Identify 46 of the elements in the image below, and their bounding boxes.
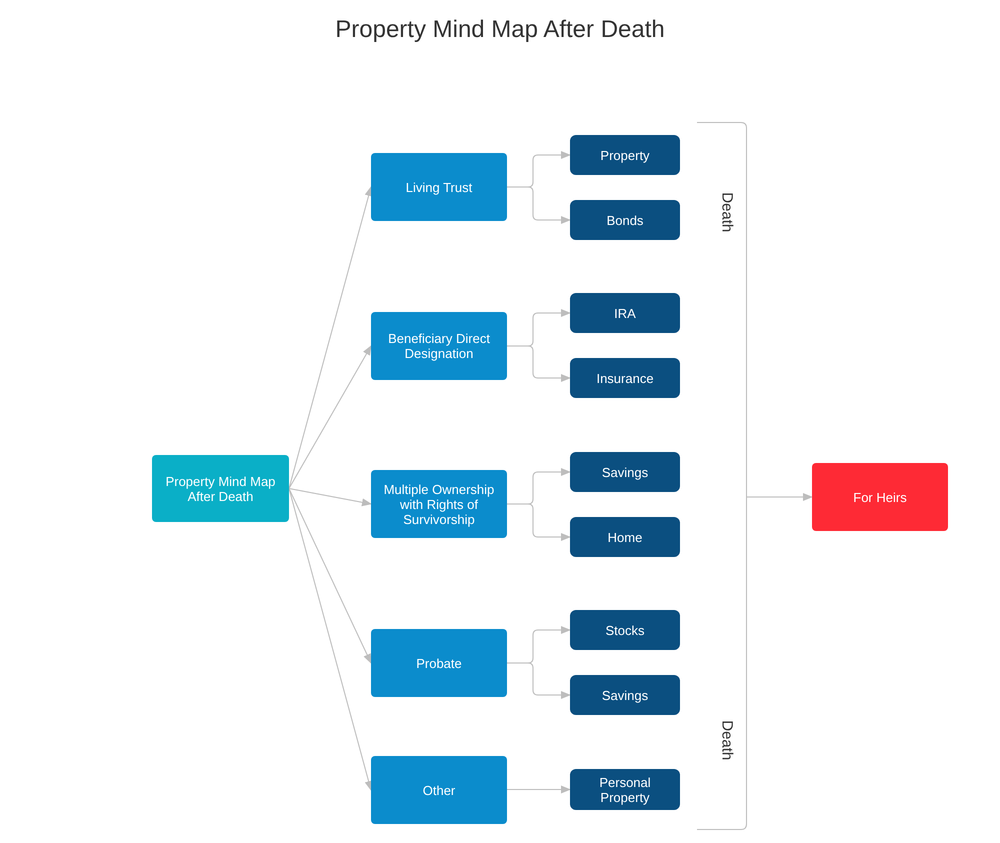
- leaf-box: [570, 610, 680, 650]
- arrow: [506, 186, 571, 224]
- arrow: [288, 488, 372, 506]
- node-label: Other: [422, 782, 456, 798]
- node-label: For Heirs: [853, 490, 907, 504]
- leaf-box: [570, 517, 680, 557]
- arrow: [746, 493, 813, 501]
- diagram-title: Property Mind Map After Death: [334, 15, 666, 45]
- arrow: [506, 786, 571, 794]
- leaf-box: [570, 200, 680, 240]
- node-label: Property Mind Map After Death: [164, 474, 276, 504]
- leaf-box: [570, 293, 680, 333]
- leaf-box: [570, 675, 680, 715]
- leaf-box: [570, 358, 680, 398]
- topic-box: [371, 470, 507, 538]
- bracket-label: Death: [717, 720, 736, 760]
- node-label: Home: [608, 530, 642, 544]
- arrow: [506, 346, 571, 382]
- node-label: Probate: [416, 656, 462, 670]
- leaf-box: [570, 452, 680, 492]
- node-label: Insurance: [596, 370, 654, 386]
- node-label: Multiple Ownership with Rights of Survivorship: [382, 482, 496, 526]
- node-label: Personal Property: [598, 774, 652, 804]
- arrow: [288, 488, 372, 664]
- topic-box: [152, 455, 289, 522]
- topic-box: [812, 463, 948, 531]
- node-label: IRA: [614, 306, 636, 320]
- arrow: [288, 345, 372, 489]
- leaf-box: [570, 135, 680, 175]
- arrow: [506, 504, 571, 541]
- topic-box: [371, 153, 507, 221]
- node-label: Savings: [602, 688, 648, 702]
- node-label: Property: [600, 148, 650, 162]
- node-label: Stocks: [605, 622, 644, 638]
- topic-box: [371, 756, 507, 824]
- leaf-box: [570, 769, 680, 810]
- node-label: Savings: [602, 464, 648, 480]
- bracket-label: Death: [717, 192, 736, 232]
- topic-box: [371, 312, 507, 380]
- node-label: Living Trust: [406, 180, 472, 194]
- topic-box: [371, 629, 507, 697]
- arrow: [288, 488, 372, 791]
- arrow: [506, 662, 571, 699]
- arrow: [288, 186, 372, 489]
- node-label: Beneficiary Direct Designation: [387, 331, 491, 361]
- node-label: Bonds: [606, 212, 644, 228]
